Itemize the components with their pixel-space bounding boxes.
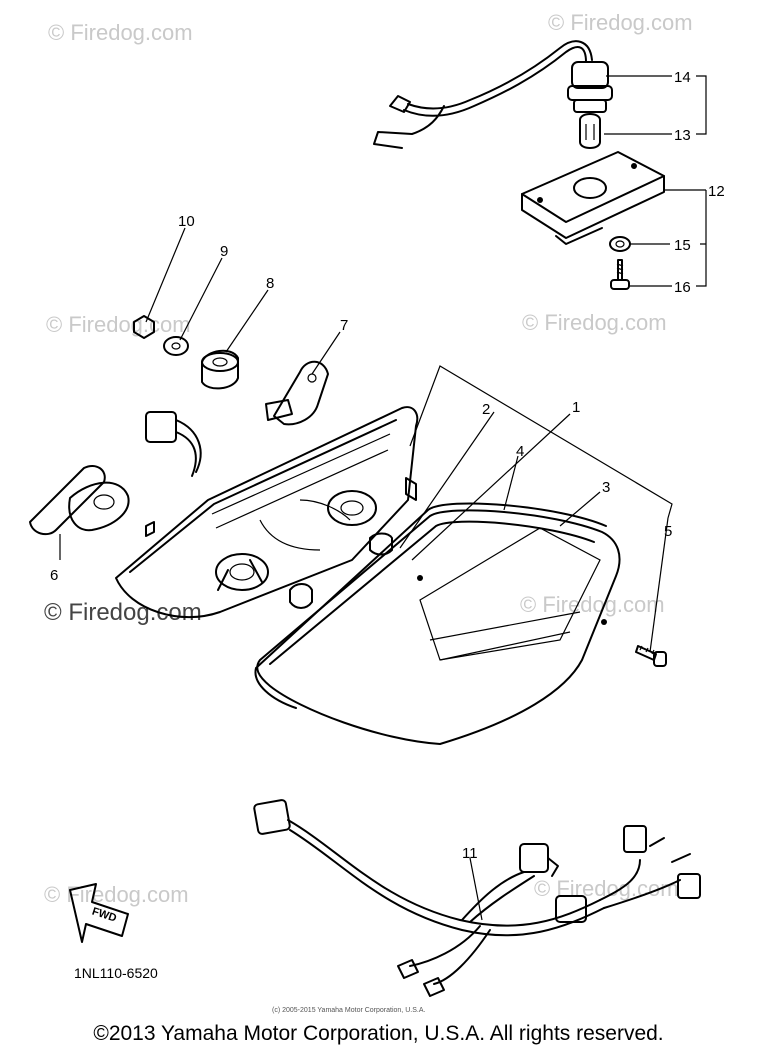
callout-2: 2 — [482, 401, 490, 418]
callout-11: 11 — [462, 845, 478, 862]
wiring-harness — [253, 799, 701, 997]
socket-assembly — [373, 40, 613, 149]
callout-9: 9 — [220, 243, 228, 260]
bracket-7 — [265, 360, 329, 426]
callout-labels: 1 2 3 4 5 6 7 8 9 10 11 12 13 14 15 16 — [50, 69, 725, 862]
callout-7: 7 — [340, 317, 348, 334]
callout-16: 16 — [674, 279, 691, 296]
callout-4: 4 — [516, 443, 524, 460]
small-copyright: (c) 2005-2015 Yamaha Motor Corporation, … — [272, 1007, 425, 1014]
watermark: © Firedog.com — [520, 592, 665, 617]
callout-15: 15 — [674, 237, 691, 254]
washer-15 — [609, 236, 631, 252]
callout-5: 5 — [664, 523, 672, 540]
watermark: © Firedog.com — [44, 882, 189, 907]
license-light-base — [521, 151, 665, 245]
leader-lines — [59, 75, 707, 921]
callout-8: 8 — [266, 275, 274, 292]
nut-10 — [133, 315, 155, 339]
callout-6: 6 — [50, 567, 58, 584]
watermark: © Firedog.com — [522, 310, 667, 335]
callout-3: 3 — [602, 479, 610, 496]
callout-13: 13 — [674, 127, 691, 144]
callout-12: 12 — [708, 183, 725, 200]
watermark: © Firedog.com — [46, 312, 191, 337]
callout-1: 1 — [572, 399, 580, 416]
tail-lamp-housing — [115, 406, 419, 619]
bracket-6 — [29, 464, 130, 536]
watermark: © Firedog.com — [44, 599, 202, 626]
copyright-footer: ©2013 Yamaha Motor Corporation, U.S.A. A… — [93, 1022, 664, 1045]
watermark: © Firedog.com — [548, 10, 693, 35]
watermark: © Firedog.com — [48, 20, 193, 45]
screw-16 — [610, 259, 630, 290]
washer-9 — [163, 336, 189, 356]
grommet-8 — [201, 349, 239, 390]
callout-14: 14 — [674, 69, 691, 86]
tail-lamp-lens — [254, 502, 621, 745]
callout-10: 10 — [178, 213, 195, 230]
diagram-code: 1NL110-6520 — [74, 965, 158, 981]
